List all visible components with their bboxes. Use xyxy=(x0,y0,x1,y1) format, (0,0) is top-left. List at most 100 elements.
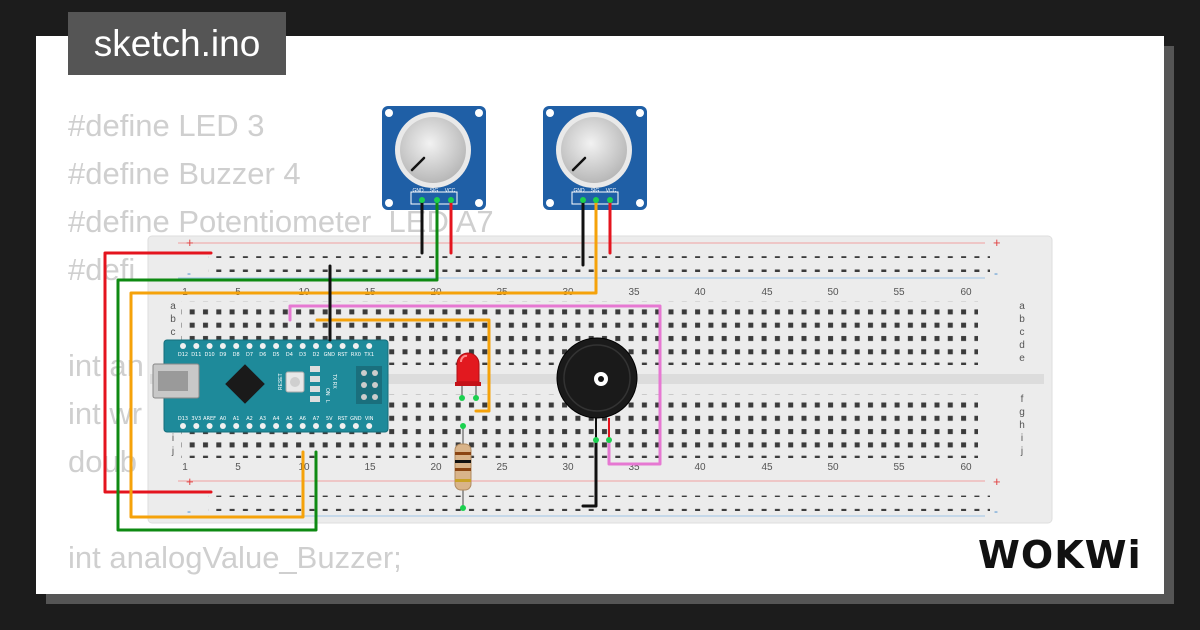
pin-label-vcc: VCC xyxy=(445,188,456,194)
arduino-pin[interactable] xyxy=(273,343,280,349)
rail-minus-label: - xyxy=(994,504,998,518)
arduino-pin[interactable] xyxy=(352,423,359,429)
arduino-pin-label: A7 xyxy=(313,416,320,422)
pin-label-sig: SIG xyxy=(591,188,600,194)
arduino-pin[interactable] xyxy=(366,423,373,429)
arduino-pin[interactable] xyxy=(259,343,266,349)
arduino-pin[interactable] xyxy=(233,343,240,349)
arduino-pin[interactable] xyxy=(286,423,293,429)
column-number: 60 xyxy=(960,287,972,298)
row-letter: b xyxy=(1019,314,1025,325)
rail-plus-label: + xyxy=(186,474,194,489)
arduino-pin-label: A5 xyxy=(286,416,293,422)
arduino-pin[interactable] xyxy=(313,343,319,349)
arduino-pin[interactable] xyxy=(339,343,346,349)
code-preview: #define LED 3 #define Buzzer 4 #define P… xyxy=(68,102,494,594)
arduino-pin[interactable] xyxy=(339,423,346,429)
column-number: 40 xyxy=(694,287,706,298)
resistor[interactable] xyxy=(454,426,472,508)
column-number: 35 xyxy=(628,462,640,473)
knob-indicator xyxy=(571,156,587,172)
on-label: ON xyxy=(324,388,330,396)
arduino-pin[interactable] xyxy=(219,423,226,429)
row-letters-right: a b c d e f g h i j xyxy=(1019,301,1025,457)
arduino-pin[interactable] xyxy=(366,343,373,349)
arduino-pin-label: A2 xyxy=(246,416,253,422)
led-rx xyxy=(310,376,320,382)
potentiometer-2[interactable]: GND SIG VCC xyxy=(543,106,647,210)
column-number: 20 xyxy=(430,462,442,473)
pin-label-gnd: GND xyxy=(573,188,585,194)
row-letter: a xyxy=(170,301,176,312)
arduino-pin[interactable] xyxy=(299,423,306,429)
arduino-pin[interactable] xyxy=(219,343,226,349)
top-power-rail xyxy=(208,249,990,272)
arduino-pin-label: 5V xyxy=(326,416,333,422)
arduino-pin[interactable] xyxy=(273,423,280,429)
arduino-pin[interactable] xyxy=(206,423,213,429)
wokwi-logo[interactable]: WOKWi xyxy=(976,528,1156,578)
buzzer[interactable] xyxy=(556,337,638,440)
code-line: #define LED 3 xyxy=(68,108,265,143)
arduino-pin-label: A6 xyxy=(299,416,306,422)
l-label: L xyxy=(324,400,330,403)
row-letter: d xyxy=(1019,340,1025,351)
arduino-pin[interactable] xyxy=(233,423,240,429)
arduino-pin[interactable] xyxy=(246,343,253,349)
potentiometer-1[interactable]: GND SIG VCC xyxy=(382,106,486,210)
arduino-pin[interactable] xyxy=(313,423,319,429)
arduino-pin-label: D11 xyxy=(191,352,201,358)
arduino-pin[interactable] xyxy=(352,343,359,349)
arduino-pin-label: GND xyxy=(324,352,336,358)
arduino-pin[interactable] xyxy=(326,423,333,429)
column-number: 1 xyxy=(182,462,188,473)
row-letter: a xyxy=(1019,301,1025,312)
arduino-pin-label: VIN xyxy=(365,416,374,422)
arduino-pin[interactable] xyxy=(299,343,306,349)
pin-label-vcc: VCC xyxy=(606,188,617,194)
arduino-pin-label: D7 xyxy=(246,352,253,358)
column-number: 30 xyxy=(562,462,574,473)
arduino-pin[interactable] xyxy=(193,343,200,349)
arduino-pin[interactable] xyxy=(326,343,333,349)
wire-black-buzzer xyxy=(581,438,598,508)
arduino-pin[interactable] xyxy=(286,343,293,349)
tx-rx-label: TX RX xyxy=(331,374,337,389)
rail-plus-label: + xyxy=(993,474,1001,489)
row-letter: e xyxy=(1019,353,1025,364)
arduino-pin[interactable] xyxy=(193,423,200,429)
arduino-pin-label: D12 xyxy=(178,352,188,358)
row-letter: g xyxy=(1019,407,1025,418)
column-number: 25 xyxy=(496,462,508,473)
pot-knob[interactable] xyxy=(561,117,627,183)
file-tab[interactable]: sketch.ino xyxy=(68,12,286,75)
arduino-pin-label: RX0 xyxy=(351,352,361,358)
arduino-pin-label: GND xyxy=(350,416,362,422)
arduino-pin[interactable] xyxy=(259,423,266,429)
wire-red xyxy=(103,251,213,494)
arduino-pin[interactable] xyxy=(180,423,186,429)
pot-knob[interactable] xyxy=(400,117,466,183)
arduino-pin-label: A3 xyxy=(259,416,266,422)
usb-port xyxy=(158,371,188,391)
wire-pink xyxy=(288,304,662,466)
brand-name: WOKWi xyxy=(978,533,1142,577)
code-line: int an xyxy=(68,348,144,383)
arduino-pin[interactable] xyxy=(206,343,213,349)
arduino-pin-label: 3V3 xyxy=(191,416,201,422)
arduino-pin-label: D5 xyxy=(273,352,280,358)
arduino-pin[interactable] xyxy=(246,423,253,429)
wire-endpoints xyxy=(419,197,613,511)
column-number: 35 xyxy=(628,287,640,298)
arduino-pin-label: D8 xyxy=(233,352,240,358)
led-on xyxy=(310,386,320,392)
arduino-pin[interactable] xyxy=(180,343,186,349)
wire-green xyxy=(116,198,439,532)
reset-button-cap xyxy=(290,377,300,387)
code-line: int wr xyxy=(68,396,143,431)
row-letter: b xyxy=(170,314,176,325)
row-letter: j xyxy=(171,446,174,457)
